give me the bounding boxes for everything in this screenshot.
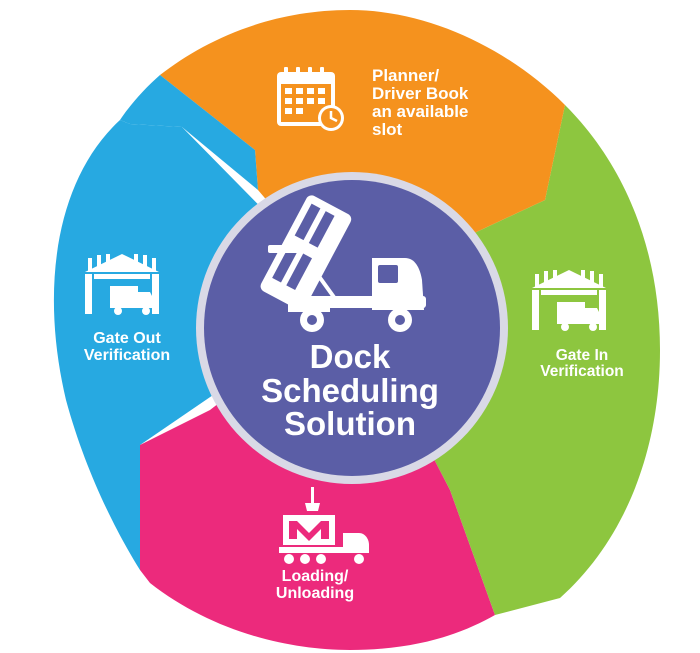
step-label-line: an available — [372, 101, 469, 121]
step-label-line: Verification — [83, 346, 171, 364]
crane-truck-icon — [279, 487, 369, 564]
step-label-loading: Loading/ Unloading — [250, 568, 380, 603]
step-label-line: Planner/ — [372, 66, 440, 85]
center-title-line: Dock — [309, 338, 391, 375]
step-label-line: Driver Book — [372, 83, 469, 103]
step-label-line: Verification — [540, 363, 624, 381]
step-label-line: Unloading — [275, 584, 355, 602]
step-label-planner: Planner/ Driver Book an available slot — [372, 67, 468, 138]
dump-truck-icon — [260, 195, 426, 332]
step-label-gate-in: Gate In Verification — [518, 347, 646, 381]
step-label-line: Gate Out — [93, 330, 161, 347]
warehouse-truck-icon — [532, 270, 606, 331]
step-label-gate-out: Gate Out Verification — [58, 330, 196, 365]
segment-gate-in — [352, 105, 660, 615]
calendar-clock-icon — [277, 67, 344, 131]
step-label-line: Loading/ — [281, 568, 349, 585]
center-title: Dock Scheduling Solution — [215, 340, 485, 441]
step-label-line: Gate In — [555, 347, 609, 364]
warehouse-truck-icon — [85, 254, 159, 315]
center-title-line: Solution — [284, 405, 416, 443]
step-label-line: slot — [372, 119, 403, 139]
center-title-line: Scheduling — [261, 371, 439, 409]
segment-gate-out-top — [120, 75, 258, 190]
